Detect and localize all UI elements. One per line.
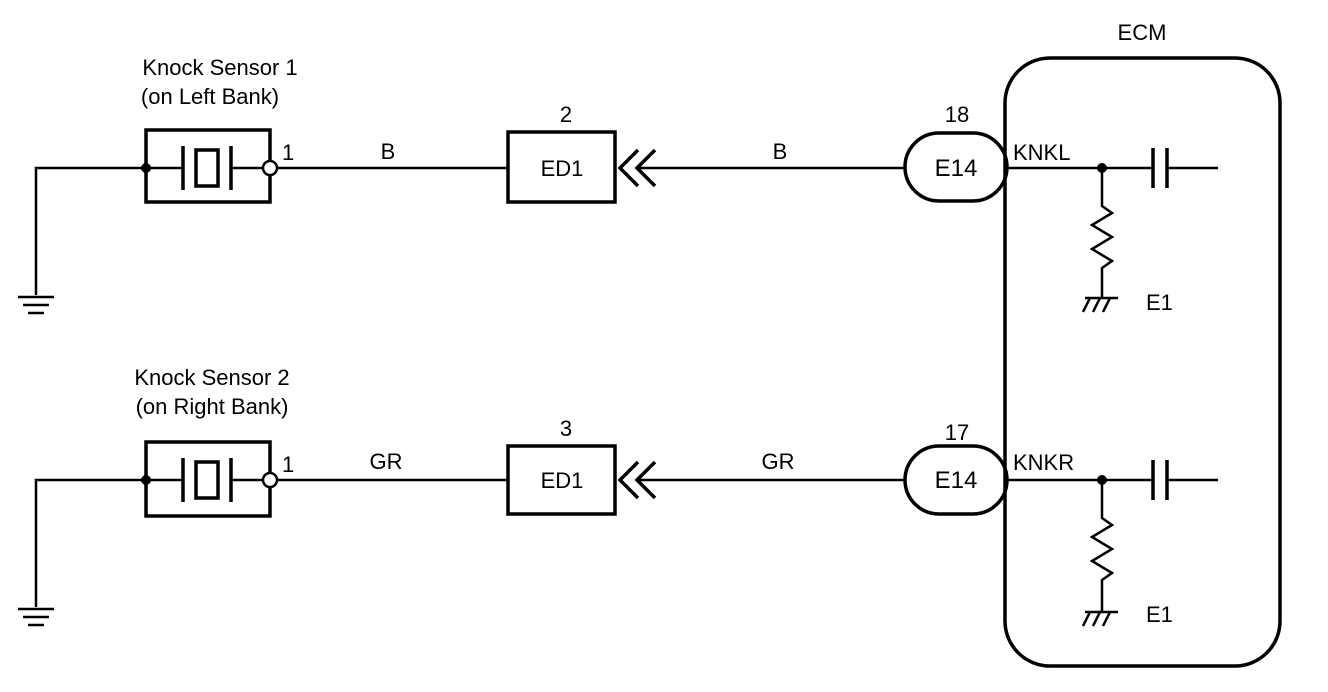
ecm-terminal-knkr: KNKR [1013, 450, 1074, 475]
sensor-1-pin: 1 [282, 140, 294, 165]
resistor-icon [1089, 168, 1115, 298]
knock-sensor-2-symbol [144, 440, 279, 518]
connector-ed1-label: ED1 [541, 468, 584, 493]
connector-ed1-label: ED1 [541, 156, 584, 181]
e14-pin: 17 [945, 420, 969, 445]
ecm-housing [1003, 56, 1282, 668]
ecm-label: ECM [1118, 20, 1167, 45]
ed1-pin: 2 [560, 102, 572, 127]
wire-color-right: B [773, 139, 788, 164]
connector-e14-label: E14 [935, 467, 978, 494]
ground-label-e1: E1 [1146, 290, 1173, 315]
ground-label-e1: E1 [1146, 602, 1173, 627]
ed1-pin: 3 [560, 416, 572, 441]
knock-sensor-2-location: (on Right Bank) [136, 394, 289, 419]
connector-e14-label: E14 [935, 155, 978, 182]
knock-sensor-1-title: Knock Sensor 1 [142, 55, 297, 80]
ground-icon [1081, 610, 1118, 627]
capacitor-icon [1151, 148, 1218, 188]
ground-icon [1081, 296, 1118, 313]
connector-ed1 [506, 444, 617, 516]
resistor-icon [1089, 480, 1115, 612]
capacitor-icon [1151, 460, 1218, 500]
wire-color-left: GR [370, 449, 403, 474]
connector-ed1 [506, 130, 617, 204]
knock-sensor-1-symbol [144, 128, 279, 204]
knock-sensor-1-location: (on Left Bank) [141, 84, 279, 109]
knock-sensor-2-title: Knock Sensor 2 [134, 365, 289, 390]
chassis-ground-icon [18, 166, 146, 315]
wire-color-right: GR [762, 449, 795, 474]
wire-color-left: B [381, 139, 396, 164]
chassis-ground-icon [18, 478, 146, 627]
e14-pin: 18 [945, 102, 969, 127]
ecm-terminal-knkl: KNKL [1013, 140, 1070, 165]
sensor-2-pin: 1 [282, 452, 294, 477]
knock-sensor-1-circuit: Knock Sensor 1 (on Left Bank) 1 B 2 ED1 [18, 55, 1218, 315]
knock-sensor-2-circuit: Knock Sensor 2 (on Right Bank) 1 GR 3 ED… [18, 365, 1218, 627]
